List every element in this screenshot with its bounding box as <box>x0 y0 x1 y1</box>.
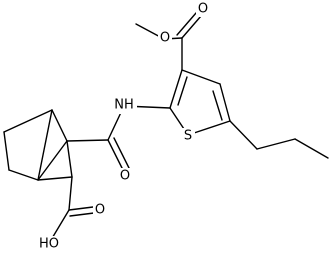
bond-ester-c-o-double-1 <box>181 15 202 39</box>
amide-nh: NH <box>114 98 134 113</box>
acid-hydroxyl: HO <box>39 237 59 252</box>
bond-acid-c-oh <box>50 209 70 241</box>
bond-ester-c-o-double-2 <box>176 12 197 36</box>
bond-lines <box>3 12 329 241</box>
bond-c4-c5-inner <box>212 90 223 121</box>
bond-cage-8 <box>37 176 73 181</box>
thiophene-sulfur: S <box>184 129 192 144</box>
bond-cage-5 <box>37 109 53 181</box>
amide-carbonyl-oxygen: O <box>120 169 130 184</box>
bond-cage-2 <box>3 109 53 133</box>
acid-carbonyl-oxygen: O <box>95 203 105 218</box>
ester-ether-oxygen: O <box>160 31 170 46</box>
bond-propyl-1 <box>229 120 258 150</box>
bond-c3-c4 <box>181 69 221 85</box>
bond-c4-c5-outer <box>219 83 231 122</box>
bond-propyl-2 <box>256 138 296 150</box>
bond-propyl-3 <box>294 138 329 159</box>
bond-cage-6 <box>37 140 68 181</box>
bond-cage-1 <box>51 109 68 142</box>
bond-acid-c-o-double-1 <box>68 206 94 211</box>
bond-amide-c-ring <box>66 139 109 142</box>
atom-labels: O O NH S O O HO <box>36 1 210 252</box>
bond-c2-c3-inner <box>177 76 188 106</box>
bond-c2-c3-outer <box>169 69 183 109</box>
bond-cage-7 <box>66 140 73 178</box>
ester-carbonyl-oxygen: O <box>198 2 208 17</box>
bond-acid-c-o-double-2 <box>69 212 95 217</box>
bond-ring-acid-c <box>68 176 73 211</box>
bond-amide-c-o-1 <box>107 139 125 173</box>
bond-cage-4 <box>8 169 39 181</box>
bond-cage-3 <box>3 131 10 171</box>
bond-amide-c-o-2 <box>113 137 131 171</box>
